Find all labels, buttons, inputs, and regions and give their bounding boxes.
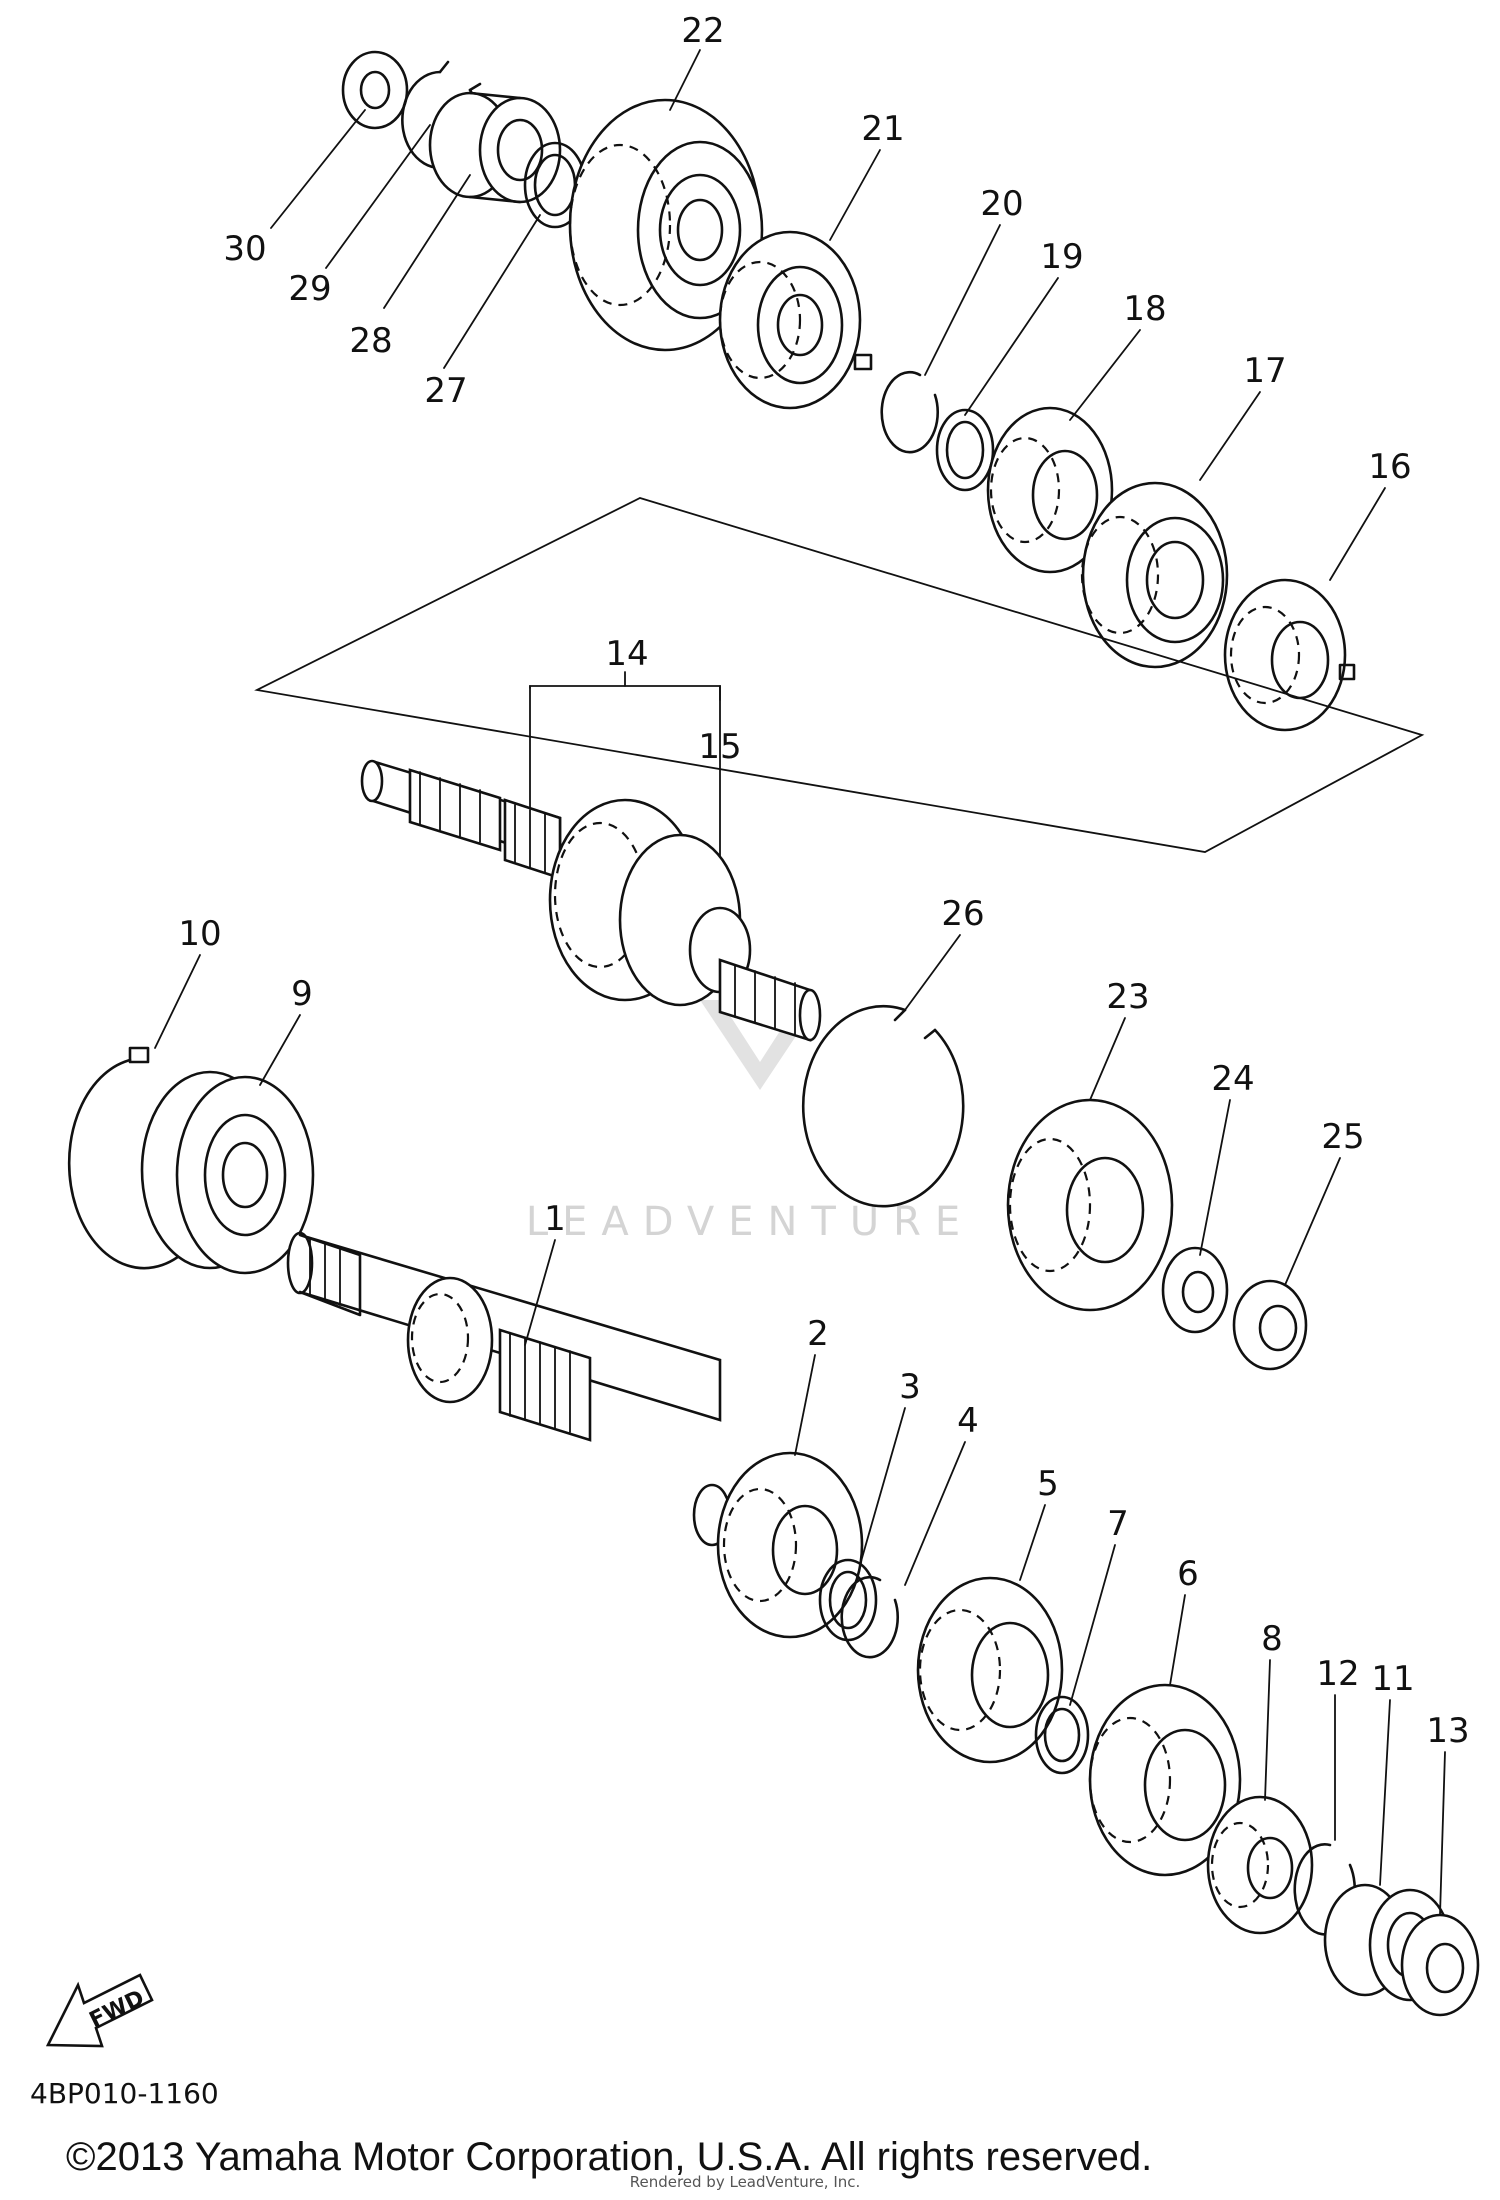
copyright-notice: ©2013 Yamaha Motor Corporation, U.S.A. A… bbox=[66, 2135, 1152, 2179]
callout-9: 9 bbox=[291, 974, 313, 1014]
part-18-gear bbox=[986, 406, 1114, 574]
part-5-gear bbox=[916, 1576, 1064, 1764]
callout-14: 14 bbox=[605, 634, 648, 674]
part-14-15-axle bbox=[360, 759, 822, 1042]
callout-23: 23 bbox=[1106, 977, 1149, 1017]
part-13-seal bbox=[1400, 1913, 1480, 2017]
callout-19: 19 bbox=[1040, 237, 1083, 277]
part-16-gear bbox=[1223, 578, 1356, 732]
callout-29: 29 bbox=[288, 269, 331, 309]
watermark-text: LEADVENTURE bbox=[526, 1199, 974, 1245]
part-23-gear bbox=[1006, 1098, 1174, 1312]
callout-28: 28 bbox=[349, 321, 392, 361]
part-19-washer bbox=[935, 408, 995, 492]
callout-21: 21 bbox=[861, 109, 904, 149]
fwd-direction-arrow: FWD bbox=[45, 1973, 154, 2048]
lower-gear-group bbox=[716, 1451, 1480, 2017]
callout-11: 11 bbox=[1371, 1659, 1414, 1699]
callout-8: 8 bbox=[1261, 1619, 1283, 1659]
callout-24: 24 bbox=[1211, 1059, 1254, 1099]
part-28-bearing bbox=[428, 91, 562, 204]
callout-7: 7 bbox=[1107, 1504, 1129, 1544]
rendered-by-note: Rendered by LeadVenture, Inc. bbox=[630, 2173, 861, 2191]
part-1-mainshaft bbox=[286, 1231, 732, 1547]
callout-15: 15 bbox=[698, 727, 741, 767]
part-17-gear bbox=[1080, 481, 1229, 669]
part-4-circlip bbox=[840, 1575, 899, 1659]
part-14-bracket bbox=[529, 685, 721, 701]
callout-3: 3 bbox=[899, 1367, 921, 1407]
callout-labels: 1 1 2 3 4 5 6 7 8 9 10 11 12 13 14 15 16… bbox=[178, 11, 1469, 1751]
callout-25: 25 bbox=[1321, 1117, 1364, 1157]
leader-lines bbox=[154, 49, 1446, 1916]
callout-4: 4 bbox=[957, 1401, 979, 1441]
fwd-arrow-icon bbox=[45, 1973, 154, 2048]
callout-20: 20 bbox=[980, 184, 1023, 224]
part-30-seal bbox=[341, 50, 409, 130]
part-9-bearing bbox=[140, 1070, 315, 1275]
callout-10: 10 bbox=[178, 914, 221, 954]
part-8-gear bbox=[1206, 1795, 1314, 1935]
diagram-code: 4BP010-1160 bbox=[30, 2077, 219, 2110]
watermark: LEADVENTURE bbox=[526, 1000, 974, 1245]
part-26-circlip bbox=[801, 1004, 965, 1208]
callout-16: 16 bbox=[1368, 447, 1411, 487]
callout-2: 2 bbox=[807, 1314, 829, 1354]
callout-27: 27 bbox=[424, 371, 467, 411]
part-2-gear bbox=[716, 1451, 864, 1639]
upper-gear-group bbox=[341, 50, 1356, 732]
part-6-gear bbox=[1088, 1683, 1242, 1877]
part-7-washer bbox=[1034, 1695, 1090, 1775]
callout-5: 5 bbox=[1037, 1464, 1059, 1504]
part-21-gear bbox=[718, 230, 873, 410]
part-20-circlip bbox=[880, 370, 939, 454]
callout-26: 26 bbox=[941, 894, 984, 934]
callout-12: 12 bbox=[1316, 1654, 1359, 1694]
callout-13: 13 bbox=[1426, 1711, 1469, 1751]
callout-30: 30 bbox=[223, 229, 266, 269]
part-24-lock-washer bbox=[1161, 1246, 1229, 1334]
callout-18: 18 bbox=[1123, 289, 1166, 329]
callout-1: 1 bbox=[544, 1199, 566, 1239]
callout-6: 6 bbox=[1177, 1554, 1199, 1594]
callout-17: 17 bbox=[1243, 351, 1286, 391]
callout-22: 22 bbox=[681, 11, 724, 51]
part-25-nut bbox=[1232, 1279, 1308, 1371]
assembly-boundary bbox=[254, 497, 1425, 853]
